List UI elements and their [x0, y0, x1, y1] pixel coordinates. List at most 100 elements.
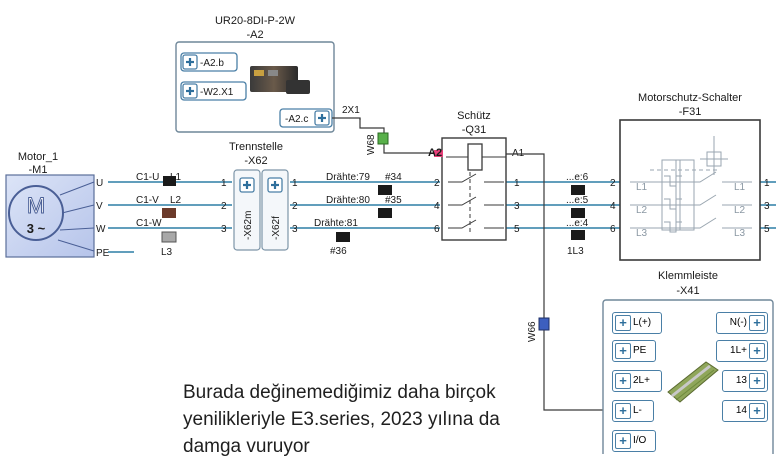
mid-terminal-markers: ...e:6 ...e:5 ...e:4 1L3 [566, 172, 589, 257]
klemm-term-2lplus[interactable]: +2L+ [612, 370, 662, 392]
caption-text: Burada değinemediğimiz daha birçok yenil… [183, 379, 500, 460]
contactor-q31[interactable]: Schütz -Q31 A2 A1 2 4 6 1 3 5 [428, 110, 525, 241]
mps-pole-l2: L2 [636, 205, 648, 216]
wire-label-d80: Drähte:80 [326, 195, 370, 206]
power-wires [108, 181, 776, 253]
mps-right-3: 3 [764, 201, 770, 212]
klemm-term-14[interactable]: 14+ [722, 400, 768, 422]
mid-term-1l3: 1L3 [567, 246, 584, 257]
plus-icon: + [749, 373, 765, 389]
contactor-right-1: 1 [514, 178, 520, 189]
device-a2-type: UR20-8DI-P-2W [215, 15, 296, 27]
plus-icon: + [749, 343, 765, 359]
cable-2x1 [332, 117, 361, 120]
contactor-left-4: 4 [434, 201, 440, 212]
contactor-name: Schütz [457, 110, 491, 122]
motor-ref: -M1 [29, 164, 48, 176]
device-a2-ref: -A2 [246, 29, 263, 41]
cable-2x1-label: 2X1 [342, 105, 360, 116]
coil-a2-label: A2 [428, 147, 442, 159]
caption-line-2: yenilikleriyle E3.series, 2023 yılına da [183, 409, 500, 430]
klemm-term-io[interactable]: +I/O [612, 430, 656, 452]
wire-label-d79: Drähte:79 [326, 172, 370, 183]
mps-right-1: 1 [764, 178, 770, 189]
wire-label-l2: L2 [170, 195, 182, 206]
trennstelle-name: Trennstelle [229, 141, 283, 153]
mps-pole-r2: L2 [734, 205, 746, 216]
klemm-term-label: 1L+ [730, 345, 747, 356]
plus-icon: + [615, 403, 631, 419]
coil-a2-pin [434, 150, 443, 157]
klemm-term-label: L(+) [633, 317, 652, 328]
cable-w68 [359, 118, 440, 154]
terminal-block-image [667, 361, 719, 403]
plus-icon: + [615, 343, 631, 359]
klemm-term-nminus[interactable]: N(-)+ [716, 312, 768, 334]
w66-label: W66 [527, 321, 538, 342]
wire-label-h35: #35 [385, 195, 402, 206]
klemm-term-label: 14 [735, 405, 747, 416]
device-a2[interactable]: UR20-8DI-P-2W -A2 -A2.b -W2.X1 -A2.c [175, 15, 335, 133]
caption-line-3: damga vuruyor [183, 436, 310, 457]
port-a2-c[interactable]: -A2.c [279, 108, 333, 128]
contactor-ref: -Q31 [462, 124, 486, 136]
mps-ref: -F31 [679, 106, 702, 118]
trennstelle-right-3: 3 [292, 224, 298, 235]
motor-terminal-w: W [96, 224, 106, 235]
motor-wire-markers: C1-U L1 C1-V L2 C1-W L3 [136, 172, 182, 258]
mps-pole-l3: L3 [636, 228, 648, 239]
contactor-left-6: 6 [434, 224, 440, 235]
motor-terminal-u: U [96, 178, 103, 189]
trennstelle-x62[interactable]: Trennstelle -X62 -X62m -X62f 1 2 3 1 2 3 [221, 141, 298, 251]
klemm-term-label: L- [633, 405, 642, 416]
wire-label-d81: Drähte:81 [314, 218, 358, 229]
motor-protection-switch-f31[interactable]: Motorschutz-Schalter -F31 L1 L2 L3 L1 L2… [610, 92, 770, 261]
klemm-term-1lplus[interactable]: 1L++ [716, 340, 768, 362]
mps-pole-r1: L1 [734, 182, 746, 193]
mid-term-e5: ...e:5 [566, 195, 589, 206]
wire-label-c1u: C1-U [136, 172, 159, 183]
mps-pole-l1: L1 [636, 182, 648, 193]
wire-label-l3: L3 [161, 247, 173, 258]
mid-term-e6: ...e:6 [566, 172, 589, 183]
mps-right-5: 5 [764, 224, 770, 235]
port-w2-x1[interactable]: -W2.X1 [180, 81, 247, 101]
klemm-term-lminus[interactable]: +L- [612, 400, 654, 422]
trennstelle-left-2: 2 [221, 201, 227, 212]
mid-term-e4: ...e:4 [566, 218, 589, 229]
klemm-term-13[interactable]: 13+ [722, 370, 768, 392]
plus-icon: + [749, 403, 765, 419]
plus-icon: + [615, 315, 631, 331]
port-a2-c-label: -A2.c [285, 114, 308, 125]
plus-icon: + [615, 373, 631, 389]
plus-icon: + [749, 315, 765, 331]
trennstelle-right-id: -X62f [271, 216, 282, 240]
wire-label-c1v: C1-V [136, 195, 159, 206]
klemm-term-label: PE [633, 345, 647, 356]
contactor-left-2: 2 [434, 178, 440, 189]
contactor-right-5: 5 [514, 224, 520, 235]
klemm-term-label: 2L+ [633, 375, 650, 386]
klemm-term-pe[interactable]: +PE [612, 340, 656, 362]
motor-terminal-pe: PE [96, 248, 110, 259]
w66-marker [538, 317, 550, 331]
wire-label-c1w: C1-W [136, 218, 162, 229]
plus-icon: + [615, 433, 631, 449]
wire-label-h36: #36 [330, 246, 347, 257]
wire-label-l1: L1 [170, 172, 182, 183]
trennstelle-right-1: 1 [292, 178, 298, 189]
trennstelle-ref: -X62 [244, 155, 267, 167]
motor-terminal-v: V [96, 201, 103, 212]
terminal-strip-x41[interactable]: Klemmleiste -X41 [602, 270, 774, 454]
trennstelle-left-1: 1 [221, 178, 227, 189]
trennstelle-right-2: 2 [292, 201, 298, 212]
port-w2-x1-label: -W2.X1 [200, 87, 234, 98]
motor-m1[interactable]: Motor_1 -M1 M 3 ~ U V W PE [5, 151, 110, 259]
klemm-term-lplus[interactable]: +L(+) [612, 312, 662, 334]
mps-left-2: 2 [610, 178, 616, 189]
mps-name: Motorschutz-Schalter [638, 92, 742, 104]
klemm-term-label: N(-) [729, 317, 747, 328]
port-a2-b[interactable]: -A2.b [180, 52, 238, 72]
mps-left-4: 4 [610, 201, 616, 212]
trennstelle-left-3: 3 [221, 224, 227, 235]
